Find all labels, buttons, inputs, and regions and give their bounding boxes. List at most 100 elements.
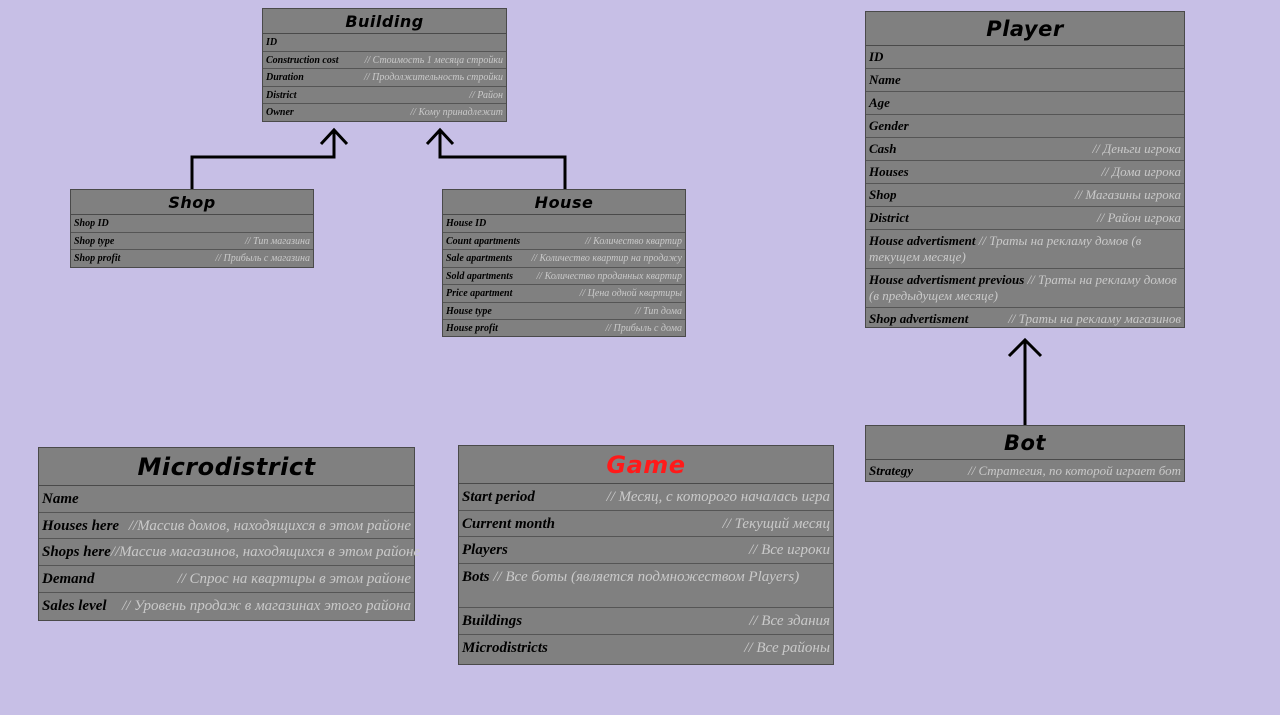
game-class-box[interactable]: Game Start period// Месяц, с которого на… [458,445,834,665]
shop-field-row: Shop profit// Прибыль с магазина [71,250,313,268]
field-comment: // Район игрока [1097,210,1181,225]
field-name: Sales level [42,597,107,614]
field-name: District [869,210,909,225]
field-name: Shops here [42,544,111,561]
player-field-row: District // Район игрока [866,207,1184,230]
field-comment: // Стоимость 1 месяца стройки [364,54,503,66]
house-to-building-arrow [438,131,567,189]
house-field-row: Sale apartments // Количество квартир на … [443,250,685,268]
field-comment: // Траты на рекламу домов (в текущем мес… [869,233,1142,264]
player-field-row: Gender [866,115,1184,138]
field-comment: // Количество квартир на продажу [531,253,682,264]
bot-class-box[interactable]: Bot Strategy // Стратегия, по которой игр… [865,425,1185,482]
field-name: Players [462,542,508,559]
field-comment: // Прибыль с магазина [215,253,310,264]
field-name: Shop [869,187,897,202]
field-name: Name [869,72,901,87]
shop-field-row: Shop type// Тип магазина [71,233,313,250]
field-name: Houses here [42,517,120,534]
field-comment: // Месяц, с которого началась игра [606,489,830,505]
field-comment: // Прибыль с дома [605,323,683,334]
field-comment: // Все здания [749,613,830,630]
player-field-row: House advertisment // Траты на рекламу д… [866,230,1184,269]
shop-field-row: Shop ID [71,215,313,233]
field-comment: // Траты на рекламу магазинов [1008,311,1181,326]
field-comment: // Стратегия, по которой играет бот [967,463,1181,478]
player-field-row: Cash// Деньги игрока [866,138,1184,161]
microdistrict-field-row: Name [39,486,414,513]
field-name: Current month [462,515,555,532]
house-field-row: Price apartment// Цена одной квартиры [443,285,685,303]
field-name: Shop ID [74,218,109,229]
player-field-row: House advertisment previous // Траты на … [866,269,1184,308]
field-comment: // Все игроки [749,542,830,559]
bot-fields: Strategy // Стратегия, по которой играет … [866,460,1184,483]
field-name: Owner [266,107,294,118]
building-field-row: Owner // Кому принадлежит [263,104,506,122]
field-comment: // Все районы [744,639,830,656]
field-comment: // Количество квартир [585,235,682,247]
microdistrict-field-row: Shops here//Массив магазинов, находящихс… [39,539,420,567]
game-field-row: Current month // Текущий месяц [459,511,833,538]
field-name: Shop advertisment [869,311,969,326]
field-comment: // Тип магазина [244,235,310,247]
game-field-row: Bots // Все боты (является подмножеством… [459,564,833,609]
field-name: Cash [869,141,897,156]
microdistrict-field-row: Demand // Спрос на квартиры в этом районе [39,566,414,593]
building-title: Building [263,9,506,34]
field-name: Strategy [869,463,914,478]
field-name: Name [42,491,79,507]
field-name: District [266,89,297,101]
bot-title: Bot [866,426,1184,460]
field-comment: // Кому принадлежит [410,107,503,118]
player-field-row: Shop // Магазины игрока [866,184,1184,207]
house-field-row: House type // Тип дома [443,303,685,320]
field-comment: // Магазины игрока [1074,187,1181,202]
field-name: Demand [42,571,95,588]
player-field-row: Age [866,92,1184,115]
bot-field-row: Strategy // Стратегия, по которой играет … [866,460,1184,483]
field-comment: // Район [469,89,503,101]
bot-arrowhead [1007,337,1043,358]
game-field-row: Microdistricts// Все районы [459,635,833,662]
field-name: House advertisment [869,233,976,248]
player-field-row: Shop advertisment // Траты на рекламу маг… [866,308,1184,331]
house-field-row: Count apartments // Количество квартир [443,233,685,250]
house-field-row: House ID [443,215,685,233]
game-field-row: Buildings// Все здания [459,608,833,635]
house-field-row: House profit// Прибыль с дома [443,320,685,338]
microdistrict-field-row: Sales level// Уровень продаж в магазинах… [39,593,414,620]
game-field-row: Start period // Месяц, с которого началас… [459,484,833,511]
field-name: House ID [446,218,487,229]
field-name: House type [446,305,492,317]
field-name: Count apartments [446,235,521,247]
microdistrict-title: Microdistrict [39,448,414,486]
field-name: Sale apartments [446,253,513,264]
field-name: Bots [462,569,490,586]
field-name: Age [869,95,890,110]
field-comment: // Тип дома [635,305,682,317]
field-comment: // Спрос на квартиры в этом районе [177,571,411,588]
field-comment: //Массив домов, находящихся в этом район… [128,517,411,534]
game-fields: Start period // Месяц, с которого началас… [459,484,833,661]
building-field-row: District // Район [263,87,506,104]
player-field-row: Houses// Дома игрока [866,161,1184,184]
building-field-row: Duration// Продолжительность стройки [263,69,506,87]
shop-title: Shop [71,190,313,215]
microdistrict-field-row: Houses here //Массив домов, находящихся в… [39,513,414,540]
field-name: Start period [462,489,535,505]
field-comment: // Все боты (является подмножеством Play… [493,569,800,586]
field-name: Gender [869,118,909,133]
player-field-row: ID [866,46,1184,69]
field-name: Price apartment [446,288,513,299]
field-comment: // Продолжительность стройки [364,72,503,83]
field-comment: // Текущий месяц [722,515,830,532]
